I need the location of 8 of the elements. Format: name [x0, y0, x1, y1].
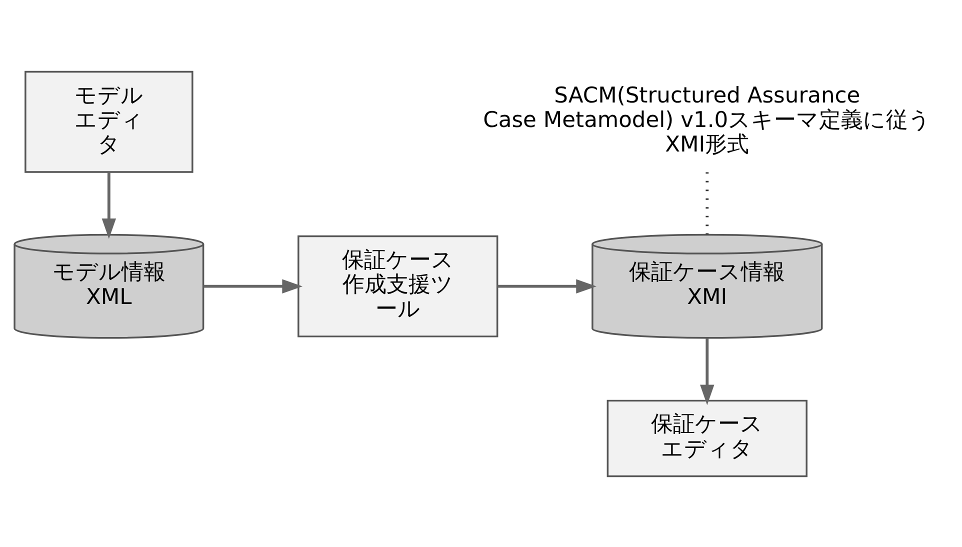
node-box: 保証ケースエディタ	[606, 399, 808, 477]
arrow	[204, 278, 303, 293]
arrow	[498, 278, 596, 293]
arrow	[700, 338, 714, 405]
arrow	[102, 172, 116, 238]
node-box: モデルエディタ	[24, 70, 194, 172]
node-text: SACM(Structured Assurance Case Metamodel) v1.0スキーマ定義に従うXMI形式	[483, 82, 932, 158]
node-box: 保証ケース作成支援ツール	[298, 234, 498, 337]
